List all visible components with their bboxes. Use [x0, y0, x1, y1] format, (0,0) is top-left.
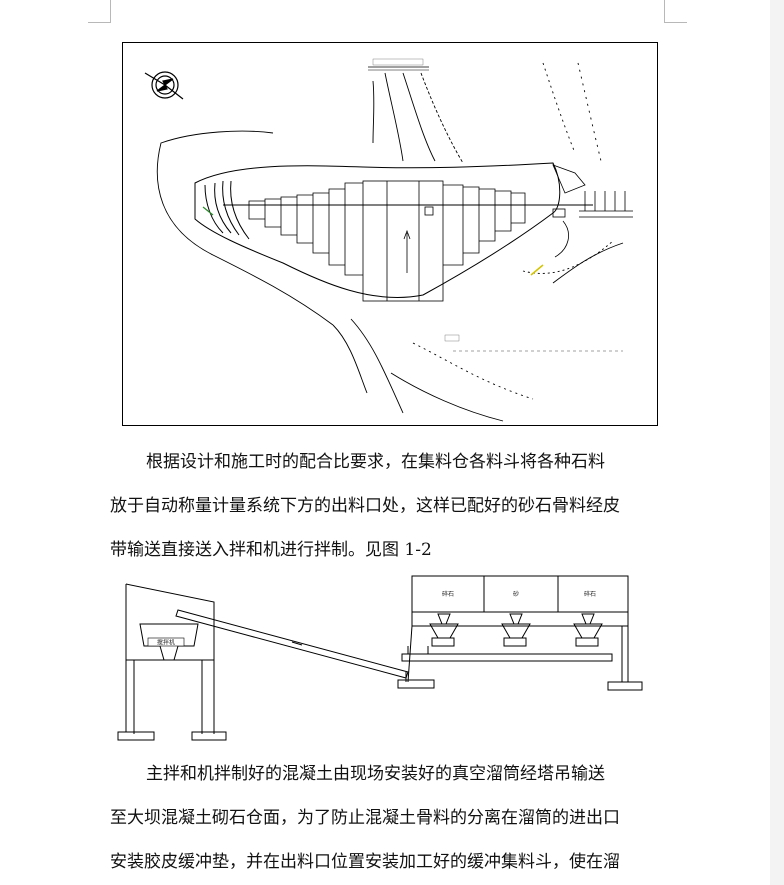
inclined-conveyor — [175, 609, 435, 689]
page-margin-corner-right — [664, 0, 687, 23]
body-paragraph-2: 主拌和机拌制好的混凝土由现场安装好的真空溜筒经塔吊输送 至大坝混凝土砌石仓面，为… — [110, 752, 670, 884]
mixer-frame — [117, 583, 227, 741]
mixer: 搅拌机 — [139, 623, 199, 661]
paragraph-line: 放于自动称量计量系统下方的出料口处，这样已配好的砂石骨料经皮 — [110, 496, 620, 516]
paragraph-line: 带输送直接送入拌和机进行拌制。见图 1-2 — [110, 540, 432, 560]
conveyor-system-figure: 搅拌机 — [112, 572, 652, 748]
paragraph-line: 主拌和机拌制好的混凝土由现场安装好的真空溜筒经塔吊输送 — [146, 764, 605, 784]
aggregate-bins — [401, 575, 643, 691]
green-marker — [202, 206, 214, 216]
bin-label-1: 碎石 — [442, 590, 454, 598]
river-contours — [156, 62, 624, 422]
bin-label-2: 砂 — [513, 590, 519, 598]
mixer-label: 搅拌机 — [157, 639, 175, 647]
right-structures — [552, 164, 633, 258]
site-plan-drawing — [144, 58, 633, 422]
north-arrow-icon — [144, 71, 184, 100]
paragraph-line: 至大坝混凝土砌石仓面，为了防止混凝土骨料的分离在溜筒的进出口 — [110, 808, 620, 828]
drawing-title-mark — [368, 58, 429, 71]
yellow-marker — [530, 264, 544, 276]
conveyor-drawing: 搅拌机 — [117, 575, 643, 741]
paragraph-line: 安装胶皮缓冲垫，并在出料口位置安装加工好的缓冲集料斗，使在溜 — [110, 852, 620, 872]
body-paragraph-1: 根据设计和施工时的配合比要求，在集料仓各料斗将各种石料 放于自动称量计量系统下方… — [110, 440, 670, 572]
legend-mark — [444, 334, 623, 352]
paragraph-line: 根据设计和施工时的配合比要求，在集料仓各料斗将各种石料 — [146, 452, 605, 472]
dam-stepped-sections — [223, 180, 593, 302]
site-plan-figure — [122, 42, 658, 426]
page-margin-corner-left — [88, 0, 111, 23]
dam-outline — [194, 162, 561, 298]
bin-label-3: 碎石 — [584, 590, 596, 598]
